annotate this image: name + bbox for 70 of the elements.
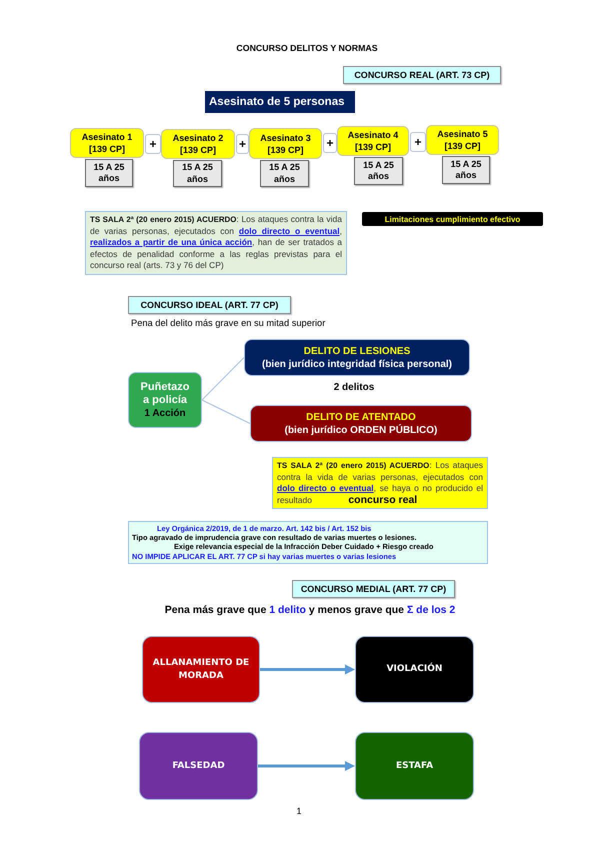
plus-sign: + <box>326 136 334 150</box>
sentence-range: 15 A 25 años <box>450 158 482 182</box>
offense-box <box>250 405 472 442</box>
crime-name: Asesinato 3 <box>260 132 311 144</box>
offense-box <box>142 636 260 703</box>
crime-box <box>161 129 235 159</box>
sentence-box <box>173 160 222 187</box>
crime-name: Asesinato 1 <box>82 131 132 143</box>
arrow <box>260 664 355 674</box>
article-reference: [139 CP] <box>180 144 216 156</box>
crime-name: Asesinato 2 <box>172 132 224 144</box>
offense-name: ESTAFA <box>396 760 434 772</box>
law-note-box <box>128 521 488 564</box>
crime-name: Asesinato 5 <box>437 128 488 140</box>
page-title: CONCURSO DELITOS Y NORMAS <box>236 43 378 53</box>
rule-text: Pena del delito más grave en su mitad superior <box>131 318 326 328</box>
arrow <box>258 761 355 771</box>
section-heading-box <box>343 66 501 84</box>
crime-box <box>249 128 322 159</box>
offense-box <box>355 636 474 703</box>
plus-box <box>236 134 249 154</box>
page-number: 1 <box>296 806 302 816</box>
crime-box <box>426 125 499 155</box>
sentence-box <box>354 157 403 185</box>
sentence-box <box>260 160 309 187</box>
plus-box <box>323 133 337 153</box>
plus-sign: + <box>149 137 156 151</box>
sentence-range: 15 A 25 años <box>362 160 395 182</box>
action-count: 1 Acción <box>144 406 186 420</box>
section-heading-box <box>292 580 455 598</box>
title-banner <box>205 91 355 113</box>
sentence-range: 15 A 25 años <box>92 162 126 184</box>
sentence-box <box>85 159 133 187</box>
article-reference: [139 CP] <box>444 140 480 152</box>
offense-box <box>244 339 470 376</box>
article-reference: [139 CP] <box>354 141 391 153</box>
offense-name: DELITO DE ATENTADO <box>306 410 416 424</box>
legal-interest: (bien jurídico integridad física personal) <box>262 358 452 370</box>
sentence-range: 15 A 25 años <box>268 162 301 185</box>
plus-sign: + <box>414 135 422 149</box>
offense-box <box>355 732 474 800</box>
crime-name: Asesinato 4 <box>348 129 398 141</box>
offense-name: DELITO DE LESIONES <box>304 344 410 358</box>
section-heading-box <box>128 296 291 314</box>
offense-box <box>139 732 258 800</box>
crime-box <box>337 126 409 156</box>
article-reference: [139 CP] <box>267 144 304 156</box>
section-heading: CONCURSO REAL (ART. 73 CP) <box>354 70 490 80</box>
plus-box <box>145 134 161 154</box>
rule-text: Pena más grave que 1 delito y menos grave que Σ de los 2 <box>164 604 456 616</box>
action-box <box>128 372 202 428</box>
legal-interest: (bien jurídico ORDEN PÚBLICO) <box>284 424 438 436</box>
banner-text: Limitaciones cumplimiento efectivo <box>384 214 520 224</box>
count-label: 2 delitos <box>334 382 374 393</box>
offense-name: VIOLACIÓN <box>386 663 442 676</box>
plus-sign: + <box>238 137 246 151</box>
section-heading: CONCURSO MEDIAL (ART. 77 CP) <box>300 584 446 594</box>
plus-box <box>410 132 426 152</box>
action-name: Puñetazo a policía <box>140 380 190 406</box>
offense-name: ALLANAMIENTO DE MORADA <box>152 656 250 682</box>
sentence-box <box>442 156 490 184</box>
limit-banner <box>362 212 543 226</box>
connector-line <box>202 400 250 424</box>
crime-box <box>70 128 144 158</box>
connector-line <box>202 357 244 400</box>
offense-name: FALSEDAD <box>172 760 225 772</box>
banner-text: Asesinato de 5 personas <box>209 96 344 108</box>
article-reference: [139 CP] <box>88 143 125 155</box>
sentence-range: 15 A 25 años <box>181 162 214 185</box>
section-heading: CONCURSO IDEAL (ART. 77 CP) <box>140 300 278 310</box>
